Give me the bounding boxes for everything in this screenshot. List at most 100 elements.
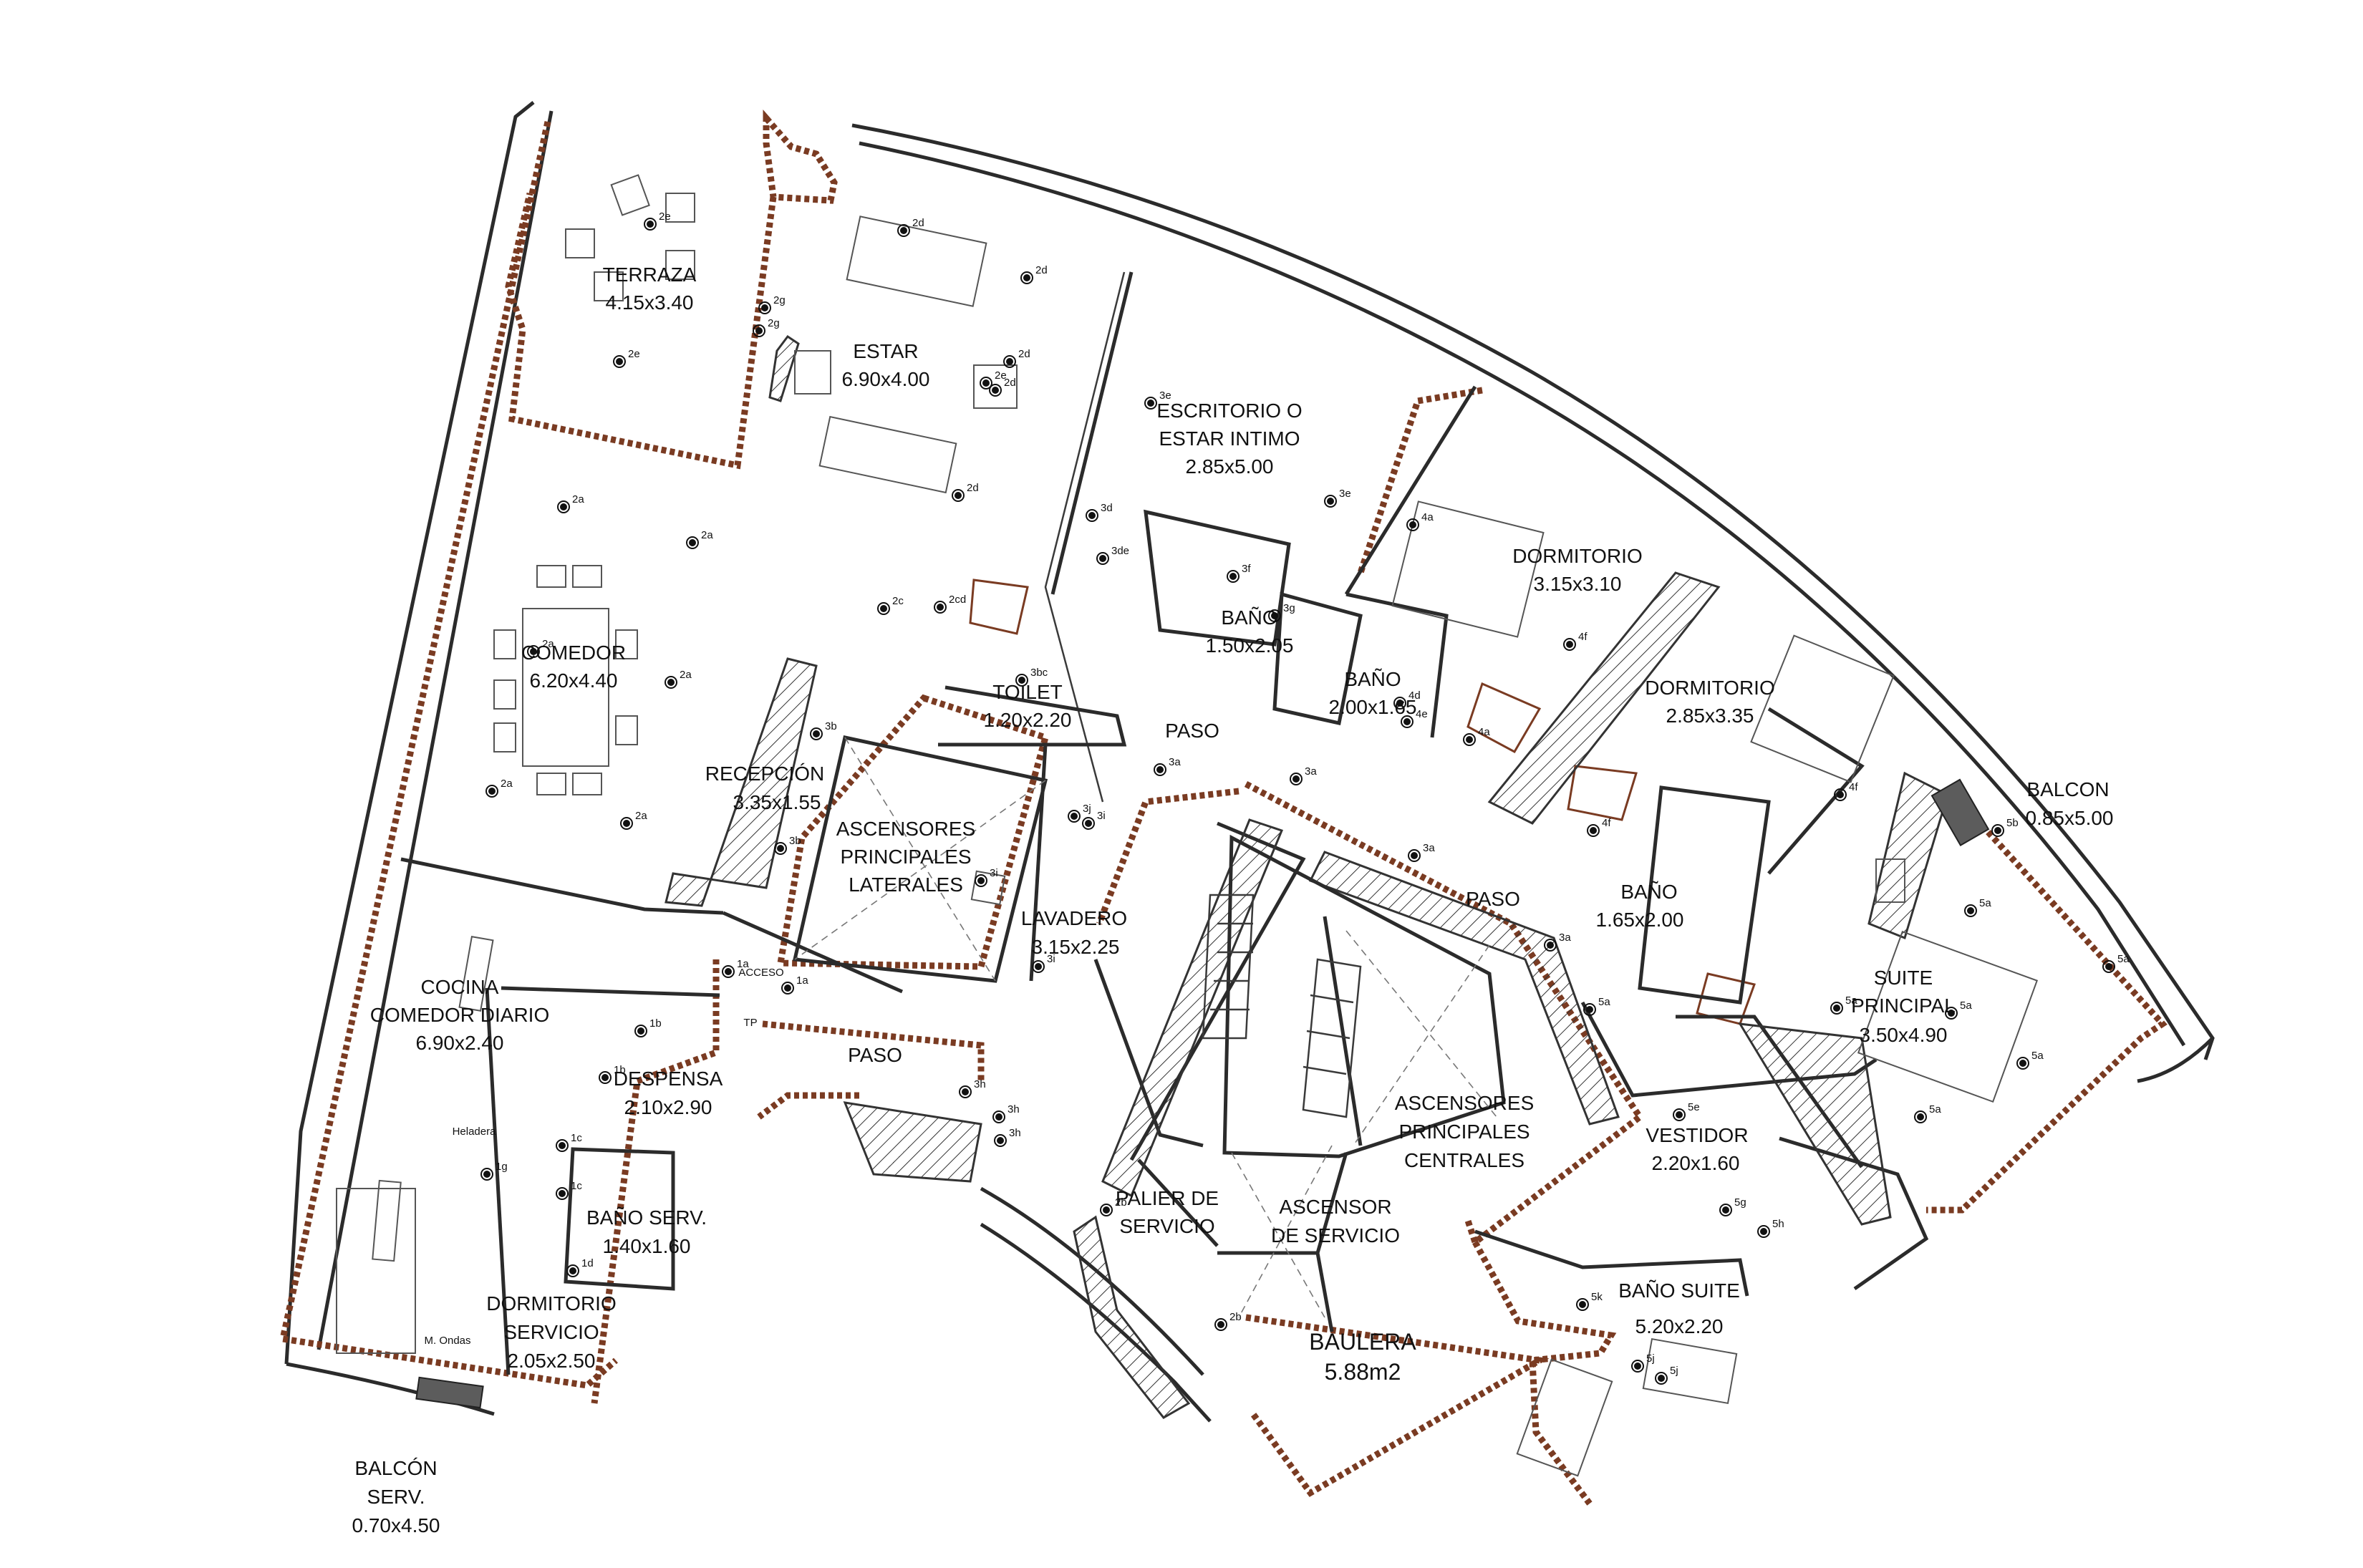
circuit-code: 3de [1111,545,1129,557]
circuit-marker-dot [1676,1111,1683,1118]
circuit-marker-dot [1547,942,1554,949]
circuit-marker-ring [644,218,657,231]
room-dim-recepcion: 3.35x1.55 [733,791,821,813]
circuit-marker: 5k [1576,1291,1603,1311]
circuit-marker-dot [962,1088,969,1095]
circuit-marker-ring [1214,1318,1227,1331]
circuit-marker: 2a [485,778,513,798]
gray-blocks [415,778,1990,1409]
circuit-marker-dot [637,1027,644,1035]
circuit-marker-ring [1015,674,1028,687]
room-name-bano-3: BAÑO [1620,881,1677,903]
circuit-marker-ring [989,384,1002,397]
circuit-marker: 2a [527,638,554,658]
room-name-cocina-2: COMEDOR DIARIO [370,1004,549,1026]
circuit-code: 3e [1159,389,1171,402]
circuit-code: 3g [1283,602,1295,614]
circuit-marker-ring [1290,773,1303,785]
circuit-code: 3i [1097,810,1106,822]
circuit-marker: 1a [722,958,749,978]
circuit-marker: 1c [556,1180,582,1200]
room-name-estar: ESTAR [853,340,918,362]
circuit-code: 5e [1688,1101,1700,1113]
circuit-marker-ring [556,1187,569,1200]
circuit-marker-ring [1964,904,1977,917]
circuit-marker: 3de [1096,545,1129,565]
circuit-marker-ring [686,536,699,549]
circuit-marker-ring [1673,1108,1686,1121]
room-name-bano-suite: BAÑO SUITE [1618,1279,1740,1302]
circuit-marker: 5a [1945,1000,1972,1020]
circuit-marker-ring [753,324,765,337]
circuit-marker: 5a [2016,1050,2044,1070]
circuit-marker-ring [897,224,910,237]
room-dim-cocina: 6.90x2.40 [416,1032,504,1054]
circuit-code: 1c [571,1180,582,1192]
circuit-marker: 1g [480,1161,508,1181]
circuit-marker-ring [1032,960,1045,973]
note-microondas: M. Ondas [424,1335,470,1347]
circuit-marker-dot [755,327,763,334]
circuit-marker-dot [1566,641,1573,648]
room-name-dormitorio-serv-1: DORMITORIO [486,1292,616,1315]
circuit-code: 3h [974,1078,986,1090]
circuit-code: 5g [1734,1196,1746,1209]
circuit-marker-dot [1994,827,2001,834]
circuit-marker-ring [1082,817,1095,830]
circuit-marker-dot [1018,677,1025,684]
circuit-code: 2g [768,317,780,329]
room-name-balcon: BALCON [2026,778,2109,800]
circuit-marker: 3i [1032,953,1055,973]
circuit-marker-ring [1757,1225,1770,1238]
circuit-marker-dot [1271,612,1278,619]
circuit-code: 3a [1305,765,1317,778]
circuit-marker: 4f [1563,631,1588,651]
room-name-paso-3: PASO [848,1044,902,1066]
room-dim-bano-1: 1.50x2.05 [1206,634,1294,657]
circuit-marker: 3d [1086,502,1113,522]
circuit-marker: 2b [1214,1311,1242,1331]
circuit-marker: 2d [1020,264,1048,284]
circuit-marker-dot [1411,852,1418,859]
circuit-marker-ring [1003,355,1016,368]
circuit-code: 2d [967,482,979,494]
circuit-marker-ring [781,982,794,994]
circuit-marker: 4a [1406,511,1434,531]
circuit-marker: 5a [1964,897,1991,917]
circuit-marker: 3a [1290,765,1317,785]
room-name-escritorio-1: ESCRITORIO O [1156,400,1302,422]
circuit-code: 1a [737,958,749,970]
circuit-marker-dot [1088,512,1096,519]
circuit-code: 2d [912,217,924,229]
room-name-comedor: COMEDOR [521,642,626,664]
room-name-asc-centrales-2: PRINCIPALES [1398,1121,1530,1143]
room-name-bano-1: BAÑO [1221,606,1277,629]
circuit-code: 4f [1849,781,1858,793]
room-dim-bano-3: 1.65x2.00 [1596,909,1684,931]
circuit-marker: 3g [1268,602,1295,622]
circuit-marker-ring [1268,609,1281,622]
furniture [336,174,2039,1477]
circuit-marker: 4f [1834,781,1858,801]
circuit-marker-dot [1292,775,1300,783]
circuit-code: 3a [1559,931,1571,944]
circuit-marker-ring [1100,1204,1113,1216]
circuit-code: 3b [789,835,801,847]
circuit-marker: 5a [1830,994,1857,1015]
room-name-palier-1: PALIER DE [1116,1187,1219,1209]
room-name-recepcion: RECEPCIÓN [705,763,824,785]
circuit-marker: 3f [1227,563,1251,583]
circuit-code: 5a [2117,953,2130,965]
room-dim-bano-serv: 1.40x1.60 [603,1235,691,1257]
circuit-code: 5j [1646,1352,1655,1365]
circuit-marker: 3i [1082,810,1106,830]
circuit-code: 5k [1591,1291,1603,1303]
circuit-marker-ring [1991,824,2004,837]
circuit-marker-dot [1396,700,1403,707]
circuit-marker: 4d [1393,689,1421,710]
circuit-marker: 2d [952,482,979,502]
room-name-balcon-serv-2: SERV. [367,1486,425,1508]
circuit-marker-dot [1590,827,1597,834]
circuit-code: 2a [635,810,647,822]
circuit-marker-ring [1401,715,1414,728]
